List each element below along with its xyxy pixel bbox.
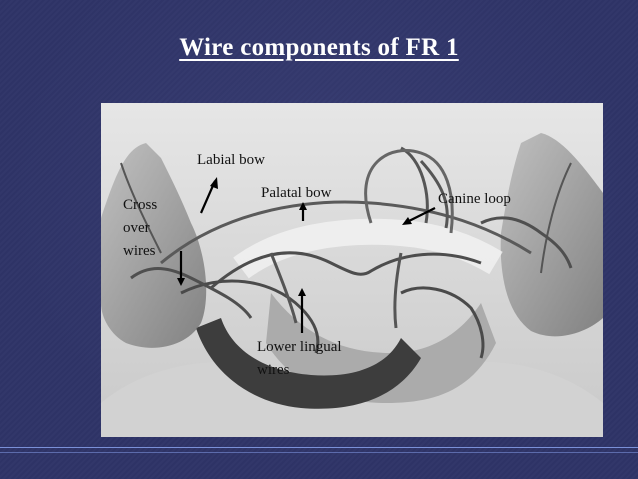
footer-divider-secondary [0,452,638,453]
lower-lingual-label-line1: Lower lingual [257,339,342,355]
appliance-illustration [101,103,603,437]
canine-loop-arrow [406,207,436,223]
footer-divider [0,447,638,448]
cross-over-label-line2: over [123,220,150,236]
palatal-bow-label: Palatal bow [261,185,332,201]
cross-over-label-line1: Cross [123,197,158,213]
labial-bow-label: Labial bow [197,152,265,168]
cross-over-label-line3: wires [123,243,156,259]
slide-title: Wire components of FR 1 [179,34,459,61]
canine-loop-label: Canine loop [438,191,511,207]
lower-lingual-label-line2: wires [257,362,290,378]
appliance-photo: Labial bow Palatal bow Canine loop Cross… [101,103,603,437]
